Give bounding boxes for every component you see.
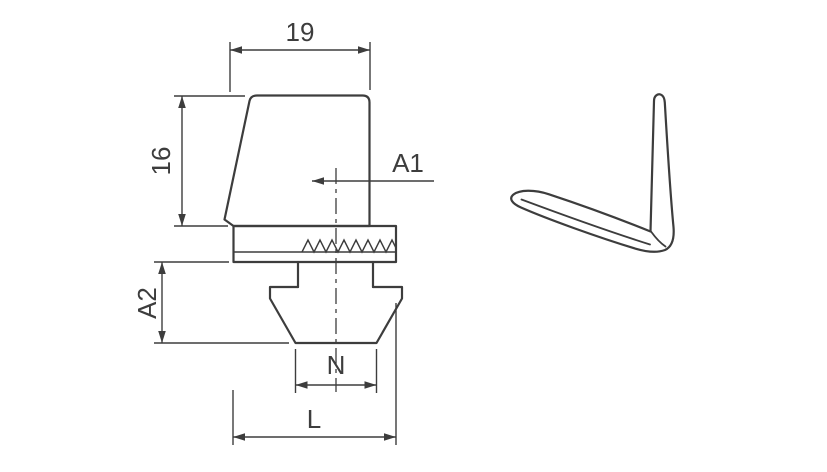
dimension-side-height: 16 — [146, 95, 245, 227]
hook-3d-bend-edge — [650, 230, 667, 248]
dim-label-nut-width: N — [327, 350, 346, 380]
dim-label-side-height: 16 — [146, 147, 176, 176]
clamp-plate-outline — [232, 224, 398, 264]
perspective-view — [510, 93, 675, 253]
arrowhead-up — [178, 96, 186, 108]
arrowhead-left — [295, 381, 308, 389]
hook-3d-face-edge — [520, 198, 651, 246]
dim-label-nut-depth: A2 — [132, 287, 162, 319]
arrowhead-up — [158, 262, 166, 274]
arrowhead-right — [384, 433, 396, 441]
dimension-nut-depth: A2 — [132, 261, 289, 344]
arrowhead-right — [364, 381, 377, 389]
side-view — [223, 94, 404, 392]
arrowhead-down — [178, 214, 186, 226]
arrowhead-left — [312, 177, 324, 185]
arrowhead-left — [230, 46, 242, 54]
dimension-nut-width: N — [294, 349, 378, 393]
dimension-base-length: L — [232, 303, 397, 445]
serration-teeth — [301, 238, 397, 254]
dim-label-thread: A1 — [392, 148, 424, 178]
dimension-top-width: 19 — [229, 17, 371, 92]
arrowhead-down — [158, 331, 166, 343]
arrowhead-left — [233, 433, 245, 441]
hook-3d-outline — [510, 93, 675, 253]
arrowhead-right — [358, 46, 370, 54]
dim-label-top-width: 19 — [286, 17, 315, 47]
hook-body-outline — [223, 94, 371, 228]
dimension-thread-a1: A1 — [312, 148, 434, 185]
dim-label-base-length: L — [307, 404, 321, 434]
